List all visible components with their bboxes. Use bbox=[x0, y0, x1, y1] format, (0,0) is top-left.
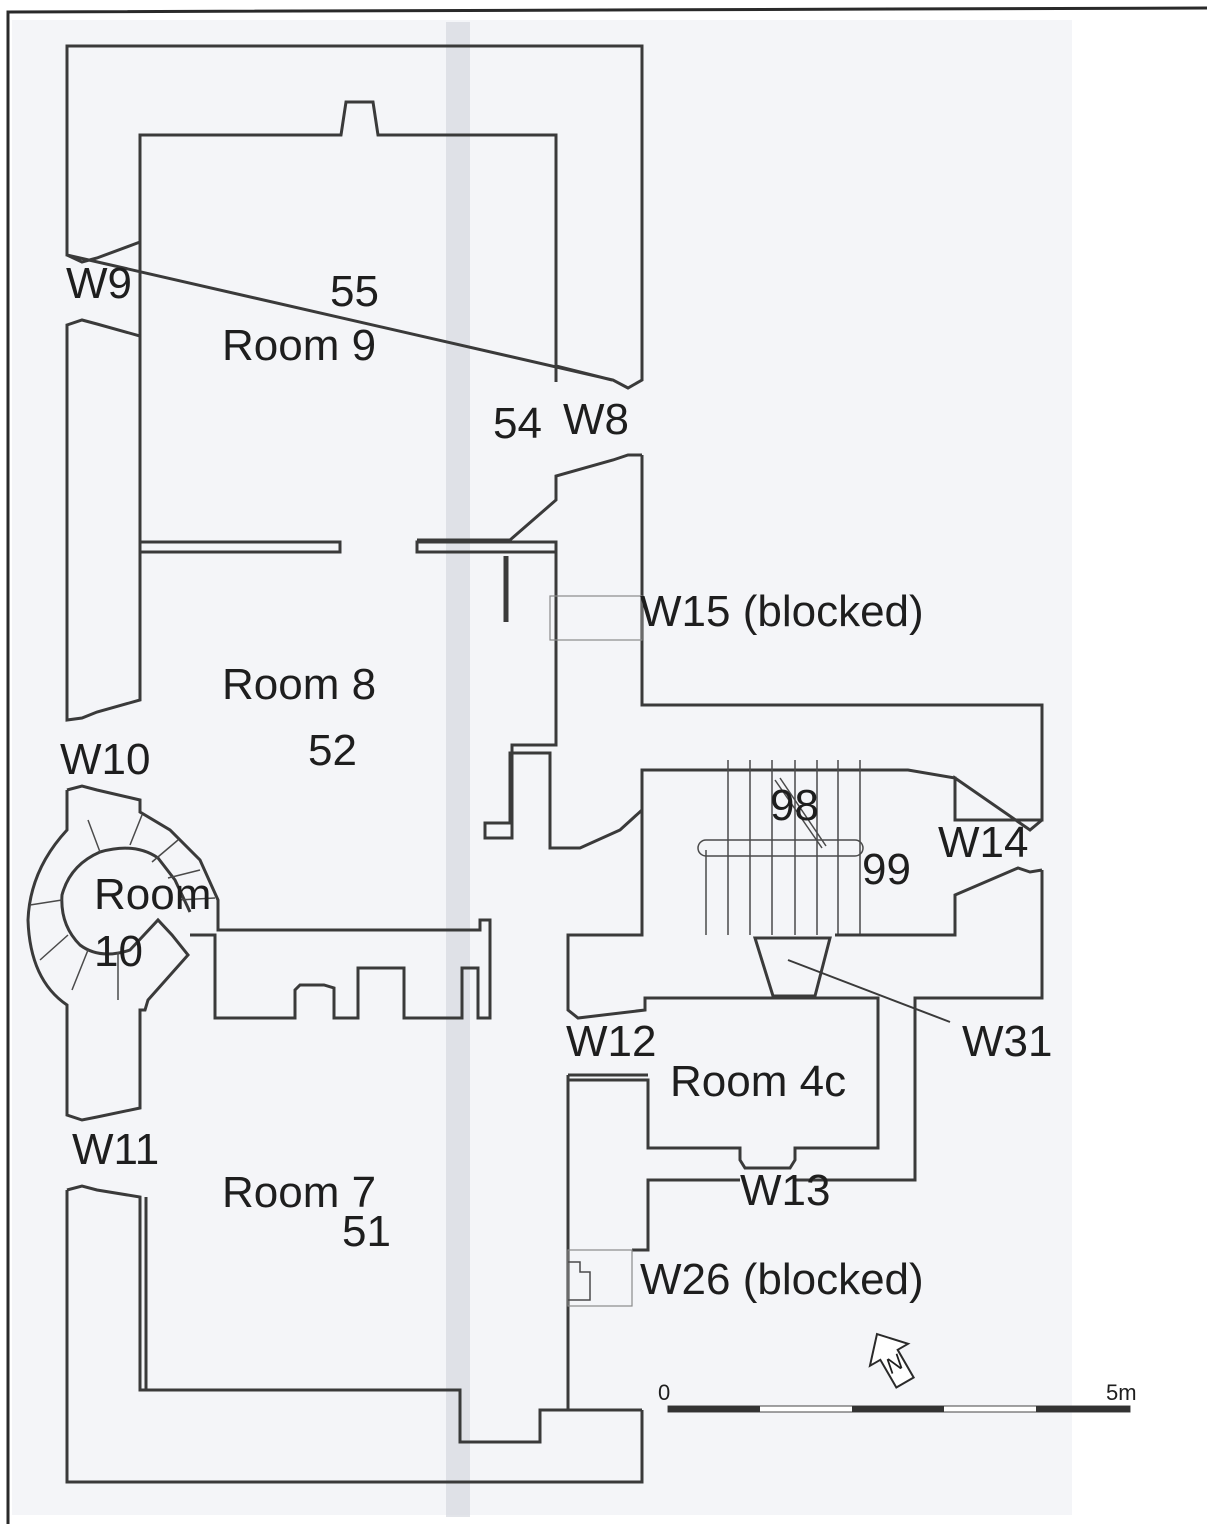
label-52: 52 bbox=[308, 726, 357, 775]
label-99: 99 bbox=[862, 845, 911, 894]
label-w26: W26 (blocked) bbox=[640, 1255, 924, 1304]
page-fold-line bbox=[446, 22, 470, 1517]
label-w10: W10 bbox=[60, 735, 150, 784]
w26-niche bbox=[568, 1261, 591, 1301]
staircase bbox=[566, 760, 880, 1250]
scan-shadow bbox=[12, 20, 1072, 1515]
label-room-9: Room 9 bbox=[222, 321, 376, 370]
label-w12: W12 bbox=[566, 1017, 656, 1066]
label-w31: W31 bbox=[962, 1017, 1052, 1066]
w31-leader bbox=[787, 959, 951, 1023]
room-7-walls bbox=[65, 1184, 644, 1484]
label-room-10-line1: Room bbox=[94, 870, 211, 919]
label-98: 98 bbox=[770, 781, 819, 830]
label-51: 51 bbox=[342, 1207, 391, 1256]
scale-bar: 0 5m bbox=[658, 1380, 1137, 1413]
blocked-window-w15 bbox=[549, 595, 643, 641]
label-w9: W9 bbox=[66, 259, 132, 308]
label-54: 54 bbox=[493, 399, 542, 448]
blocked-window-w26 bbox=[567, 1249, 633, 1307]
scale-end-label: 5m bbox=[1106, 1380, 1137, 1405]
label-w13: W13 bbox=[740, 1166, 830, 1215]
label-room-7: Room 7 bbox=[222, 1168, 376, 1217]
label-w14: W14 bbox=[938, 818, 1028, 867]
label-room-10-line2: 10 bbox=[94, 927, 143, 976]
west-pier-1 bbox=[65, 318, 142, 722]
label-w8: W8 bbox=[563, 395, 629, 444]
spiral-stair bbox=[26, 784, 492, 1122]
w31-embrasure bbox=[752, 936, 832, 998]
scale-start-label: 0 bbox=[658, 1380, 670, 1405]
label-room-4c: Room 4c bbox=[670, 1057, 846, 1106]
east-walls bbox=[632, 775, 1044, 1252]
label-w11: W11 bbox=[72, 1125, 159, 1174]
label-w15: W15 (blocked) bbox=[640, 587, 924, 636]
label-55: 55 bbox=[330, 267, 379, 316]
page-border bbox=[6, 6, 1207, 1524]
label-room-8: Room 8 bbox=[222, 660, 376, 709]
